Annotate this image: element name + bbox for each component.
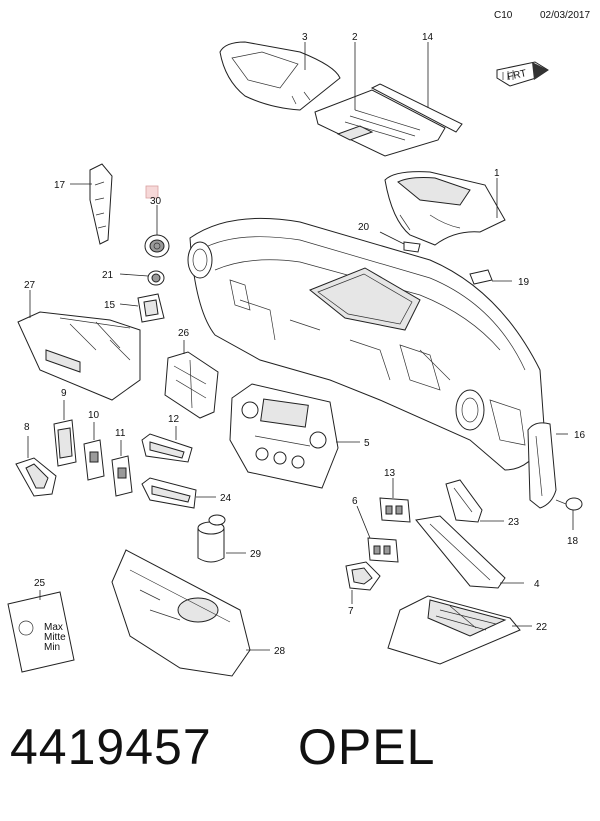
callout-10: 10 bbox=[88, 410, 100, 421]
callout-25: 25 bbox=[34, 578, 46, 589]
part-26-bracket bbox=[164, 351, 219, 419]
callout-29: 29 bbox=[250, 549, 262, 560]
callout-9: 9 bbox=[61, 388, 67, 399]
part-27-glovebox bbox=[17, 311, 141, 401]
part-25-label-card: Max Mitte Min bbox=[7, 591, 75, 673]
part-11-switch bbox=[111, 455, 133, 497]
part-4-lower-panel bbox=[415, 515, 506, 589]
callout-30: 30 bbox=[150, 196, 162, 207]
part-21-vent-ring bbox=[147, 270, 165, 286]
label-card-line-1: Max bbox=[44, 622, 63, 633]
part-24-storage-tray bbox=[141, 477, 197, 509]
part-6-switch-pack bbox=[367, 537, 399, 563]
part-10-switch bbox=[83, 439, 105, 481]
parts-diagram: FRT bbox=[7, 32, 586, 677]
part-16-end-cap bbox=[527, 422, 557, 509]
part-9-switch-bezel bbox=[53, 419, 77, 467]
part-30-air-vent bbox=[144, 234, 170, 258]
part-number: 4419457 bbox=[10, 719, 212, 775]
callout-2: 2 bbox=[352, 32, 358, 43]
callout-23: 23 bbox=[508, 517, 520, 528]
brand-name: OPEL bbox=[298, 719, 436, 775]
callout-1: 1 bbox=[494, 168, 500, 179]
part-28-lower-console bbox=[111, 549, 251, 677]
part-15-bezel bbox=[137, 293, 165, 323]
front-marker-label: FRT bbox=[506, 68, 527, 83]
callout-21: 21 bbox=[102, 270, 114, 281]
part-1-cluster-hood bbox=[384, 171, 506, 246]
callout-3: 3 bbox=[302, 32, 308, 43]
part-3-upper-lid bbox=[219, 41, 341, 111]
part-20-sensor bbox=[403, 241, 421, 253]
callout-15: 15 bbox=[104, 300, 116, 311]
part-22-storage-box bbox=[387, 595, 521, 665]
label-card-line-3: Min bbox=[44, 642, 60, 653]
callout-28: 28 bbox=[274, 646, 286, 657]
part-8-bezel bbox=[15, 457, 57, 497]
part-2-tray bbox=[314, 89, 446, 157]
callout-13: 13 bbox=[384, 468, 396, 479]
callout-26: 26 bbox=[178, 328, 190, 339]
part-18-clip bbox=[555, 497, 583, 511]
callout-17: 17 bbox=[54, 180, 66, 191]
callout-24: 24 bbox=[220, 493, 232, 504]
callout-6: 6 bbox=[352, 496, 358, 507]
diagram-date: 02/03/2017 bbox=[540, 10, 591, 21]
part-19-clip bbox=[469, 269, 493, 285]
highlight-box-30 bbox=[145, 185, 159, 199]
callout-22: 22 bbox=[536, 622, 548, 633]
part-17-side-trim bbox=[89, 163, 113, 245]
callout-8: 8 bbox=[24, 422, 30, 433]
callout-19: 19 bbox=[518, 277, 530, 288]
part-29-power-socket bbox=[197, 514, 226, 563]
callout-11: 11 bbox=[115, 428, 126, 439]
callout-18: 18 bbox=[567, 536, 579, 547]
dashboard-body bbox=[187, 217, 546, 471]
callout-20: 20 bbox=[358, 222, 370, 233]
part-12-cup-holder bbox=[141, 433, 193, 463]
front-direction-icon: FRT bbox=[496, 61, 549, 87]
callout-4: 4 bbox=[534, 579, 540, 590]
callout-12: 12 bbox=[168, 414, 180, 425]
label-card-line-2: Mitte bbox=[44, 632, 66, 643]
part-5-centre-fascia bbox=[229, 383, 339, 489]
diagram-code: C10 bbox=[494, 10, 513, 21]
part-13-switch-pack bbox=[379, 497, 411, 523]
part-14-trim-strip bbox=[370, 83, 463, 133]
callout-14: 14 bbox=[422, 32, 434, 43]
callout-7: 7 bbox=[348, 606, 354, 617]
part-23-trim-panel bbox=[445, 479, 483, 523]
callout-5: 5 bbox=[364, 438, 370, 449]
callout-16: 16 bbox=[574, 430, 586, 441]
callout-27: 27 bbox=[24, 280, 36, 291]
part-7-bezel bbox=[345, 561, 381, 591]
